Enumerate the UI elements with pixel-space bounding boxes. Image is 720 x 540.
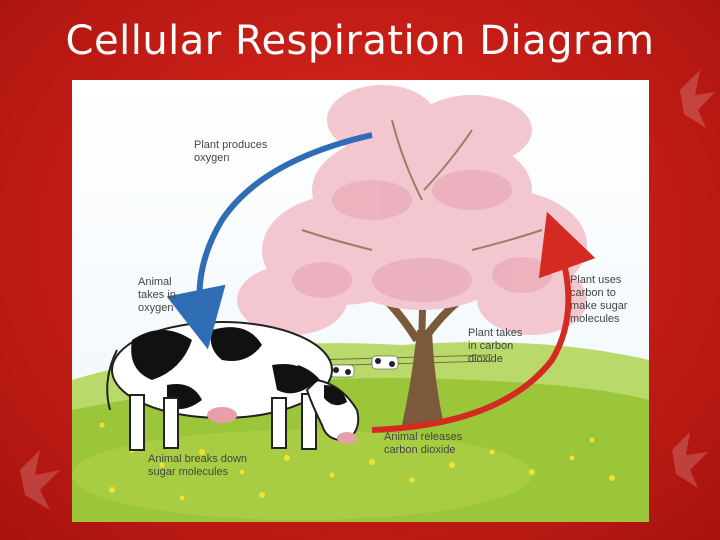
label-animal-releases-co2: Animal releases carbon dioxide (384, 431, 465, 456)
label-animal-takes-in-oxygen: Animal takes in oxygen (138, 276, 179, 314)
respiration-illustration: Plant produces oxygen Animal takes in ox… (72, 80, 649, 522)
